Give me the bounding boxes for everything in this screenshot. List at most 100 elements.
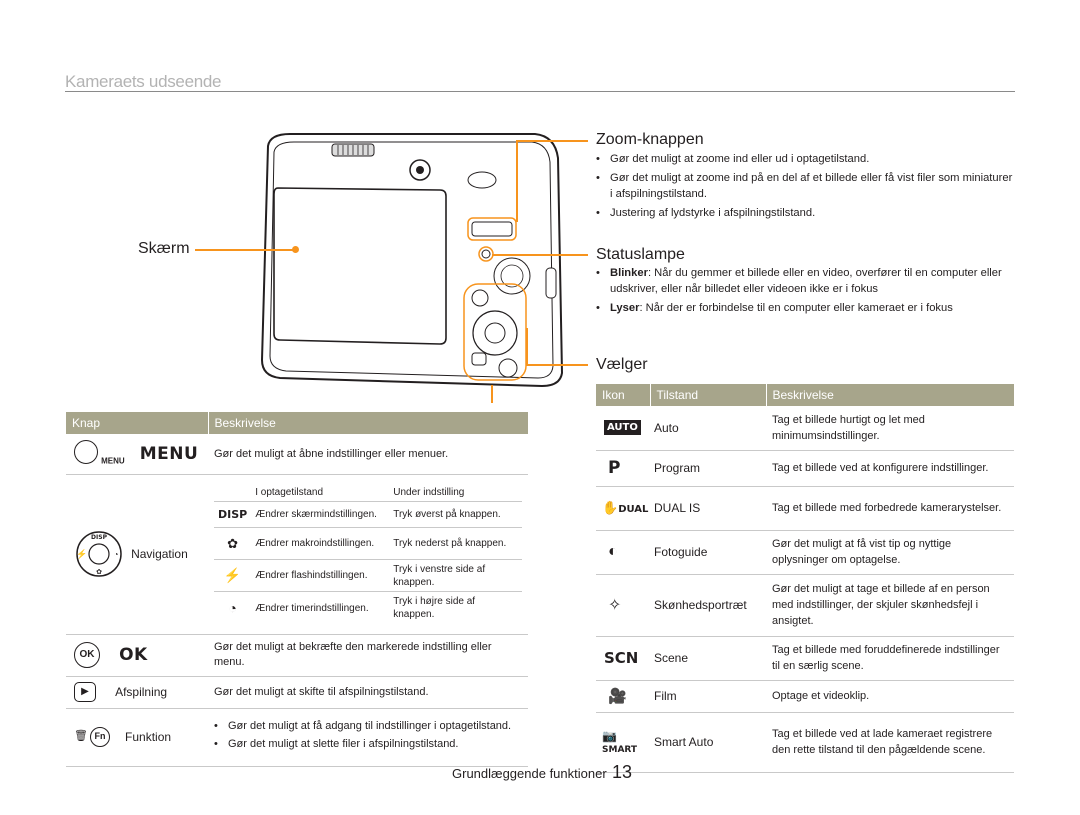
mode-name: Program xyxy=(650,450,766,487)
playback-name: Afspilning xyxy=(115,685,168,699)
table-row: SCN Scene Tag et billede med foruddefine… xyxy=(596,636,1014,681)
mode-name: Fotoguide xyxy=(650,530,766,575)
menu-name: MENU xyxy=(139,443,199,464)
light-label: Lyser xyxy=(610,302,640,314)
status-bullets: Blinker: Når du gemmer et billede eller … xyxy=(596,265,1016,319)
status-bullet: Lyser: Når der er forbindelse til en com… xyxy=(596,300,1016,316)
photo-guide-icon: ◐ xyxy=(596,530,650,575)
svg-text:⚡: ⚡ xyxy=(76,548,87,560)
zoom-bullets: Gør det muligt at zoome ind eller ud i o… xyxy=(596,151,1016,224)
zoom-title: Zoom-knappen xyxy=(596,131,704,148)
col-header-description: Beskrivelse xyxy=(207,412,528,434)
col-header-icon: Ikon xyxy=(596,384,650,406)
button-table: Knap Beskrivelse MENU MENU Gør det mulig… xyxy=(66,412,528,767)
ok-name: OK xyxy=(119,645,148,665)
blink-text: : Når du gemmer et billede eller en vide… xyxy=(610,267,1002,295)
sub-setting: Tryk i højre side af knappen. xyxy=(393,596,476,620)
sub-header-setting: Under indstilling xyxy=(389,484,522,503)
sub-shoot: Ændrer timerindstillingen. xyxy=(255,602,369,614)
screen-callout-line xyxy=(195,249,295,251)
subtable-header-row: I optagetilstand Under indstilling xyxy=(214,484,522,503)
svg-text:DISP: DISP xyxy=(91,534,108,541)
mode-name: Scene xyxy=(650,636,766,681)
subtable-row: ◔ Ændrer timerindstillingen. Tryk i højr… xyxy=(214,592,522,624)
ok-circle-icon: OK xyxy=(74,642,100,668)
light-text: : Når der er forbindelse til en computer… xyxy=(639,302,953,314)
subtable-row: ⚡ Ændrer flashindstillingen. Tryk i vens… xyxy=(214,559,522,593)
subtable-row: ✿ Ændrer makroindstillingen. Tryk neders… xyxy=(214,527,522,561)
camera-illustration xyxy=(260,133,564,388)
mode-name: Auto xyxy=(650,406,766,451)
sub-shoot: Ændrer makroindstillingen. xyxy=(251,527,390,561)
menu-button-icon: MENU xyxy=(74,440,125,467)
page-title: Kameraets udseende xyxy=(65,72,222,91)
function-icon: 🗑Fn xyxy=(74,727,110,747)
table-row: ✧ Skønhedsportræt Gør det muligt at tage… xyxy=(596,574,1014,637)
function-bullets: Gør det muligt at få adgang til indstill… xyxy=(214,719,522,752)
col-header-description: Beskrivelse xyxy=(765,384,1014,406)
navigation-name: Navigation xyxy=(131,547,188,561)
zoom-callout-line-v xyxy=(516,140,518,222)
table-callout-line xyxy=(491,385,493,403)
title-divider xyxy=(65,91,1015,92)
navigation-subtable: I optagetilstand Under indstilling DISP … xyxy=(214,484,522,624)
mode-desc: Gør det muligt at tage et billede af en … xyxy=(766,574,1014,637)
navigation-wheel-icon: DISP ⚡ ◔ ✿ xyxy=(76,531,122,577)
beauty-shot-icon: ✧ xyxy=(596,574,650,637)
svg-text:✿: ✿ xyxy=(96,569,102,576)
movie-icon: 🎥 xyxy=(596,680,650,713)
table-row: OK OK Gør det muligt at bekræfte den mar… xyxy=(66,634,528,677)
sub-header-shoot: I optagetilstand xyxy=(251,484,390,503)
sub-setting: Tryk nederst på knappen. xyxy=(389,527,522,561)
zoom-bullet: Justering af lydstyrke i afspilningstils… xyxy=(596,205,1016,221)
function-name: Funktion xyxy=(125,730,172,744)
scene-icon: SCN xyxy=(604,649,639,667)
mode-desc: Gør det muligt at få vist tip og nyttige… xyxy=(766,530,1014,575)
smart-auto-icon: 📷 xyxy=(602,729,617,743)
sub-shoot: Ændrer skærmindstillingen. xyxy=(251,501,390,529)
mode-desc: Tag et billede med forbedrede kameraryst… xyxy=(766,486,1014,531)
page-number: 13 xyxy=(612,762,633,782)
selector-callout-line-v xyxy=(526,328,528,364)
table-row: DISP ⚡ ◔ ✿ Navigation I optagetilstand U… xyxy=(66,474,528,635)
status-title: Statuslampe xyxy=(596,246,685,263)
dual-icon-label: DUAL xyxy=(618,504,649,515)
sub-setting: Tryk øverst på knappen. xyxy=(389,501,522,529)
zoom-bullet: Gør det muligt at zoome ind på en del af… xyxy=(596,170,1016,202)
function-bullet: Gør det muligt at få adgang til indstill… xyxy=(214,719,522,734)
mode-desc: Tag et billede med foruddefinerede indst… xyxy=(766,636,1014,681)
footer-label: Grundlæggende funktioner xyxy=(452,766,607,781)
dual-is-icon: ✋ xyxy=(602,500,619,515)
table-row: ▶ Afspilning Gør det muligt at skifte ti… xyxy=(66,676,528,709)
sub-shoot: Ændrer flashindstillingen. xyxy=(251,559,390,593)
menu-circle-icon xyxy=(74,440,98,465)
table-row: 🗑Fn Funktion Gør det muligt at få adgang… xyxy=(66,708,528,767)
table-row: 🎥 Film Optage et videoklip. xyxy=(596,680,1014,713)
mode-name: DUAL IS xyxy=(650,486,766,531)
table-row: ◐ Fotoguide Gør det muligt at få vist ti… xyxy=(596,530,1014,575)
program-icon: P xyxy=(608,458,621,478)
status-bullet: Blinker: Når du gemmer et billede eller … xyxy=(596,265,1016,297)
table-row: AUTO Auto Tag et billede hurtigt og let … xyxy=(596,406,1014,451)
playback-icon: ▶ xyxy=(74,682,96,702)
ok-desc: Gør det muligt at bekræfte den markerede… xyxy=(208,634,528,677)
screen-label: Skærm xyxy=(138,240,190,257)
menu-icon-label: MENU xyxy=(101,456,125,466)
macro-icon: ✿ xyxy=(214,527,252,561)
table-row: MENU MENU Gør det muligt at åbne indstil… xyxy=(66,434,528,475)
flash-icon: ⚡ xyxy=(214,559,252,593)
mode-name: Film xyxy=(650,680,766,713)
smart-icon-label: SMART xyxy=(602,745,638,755)
mode-desc: Tag et billede ved at lade kameraet regi… xyxy=(766,712,1014,773)
screen-callout-dot xyxy=(292,246,299,253)
mode-name: Skønhedsportræt xyxy=(650,574,766,637)
zoom-bullet: Gør det muligt at zoome ind eller ud i o… xyxy=(596,151,1016,167)
col-header-button: Knap xyxy=(66,412,208,434)
svg-text:◔: ◔ xyxy=(114,550,119,559)
menu-desc: Gør det muligt at åbne indstillinger ell… xyxy=(208,434,528,475)
selector-title: Vælger xyxy=(596,356,648,373)
function-bullet: Gør det muligt at slette filer i afspiln… xyxy=(214,737,522,752)
mode-desc: Tag et billede hurtigt og let med minimu… xyxy=(766,406,1014,451)
table-row: P Program Tag et billede ved at konfigur… xyxy=(596,450,1014,487)
subtable-row: DISP Ændrer skærmindstillingen. Tryk øve… xyxy=(214,501,522,529)
